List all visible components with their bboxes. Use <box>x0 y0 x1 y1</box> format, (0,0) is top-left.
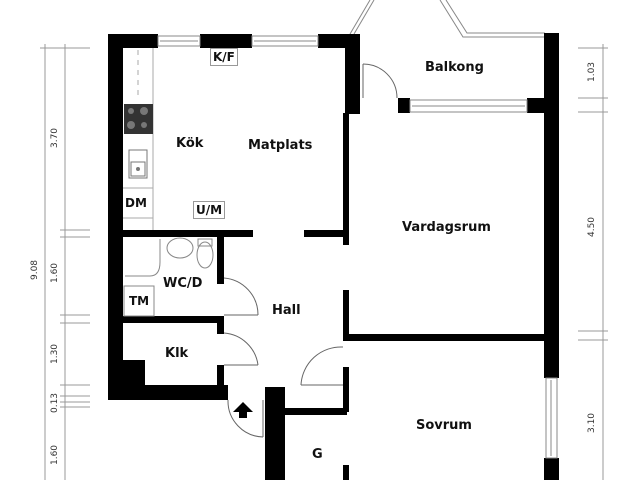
dimension-left-4: 0.13 <box>50 392 61 414</box>
dimension-left-1: 3.70 <box>50 127 61 149</box>
dimension-left-total: 9.08 <box>30 259 41 281</box>
dimension-left-2: 1.60 <box>50 262 61 284</box>
fixture-oven-microwave: U/M <box>193 201 226 219</box>
fixture-dishwasher: DM <box>125 196 147 210</box>
room-label-dining: Matplats <box>248 138 313 153</box>
balcony-outline <box>349 0 545 38</box>
room-label-bedroom: Sovrum <box>416 418 472 433</box>
dimension-right-2: 4.50 <box>587 216 598 238</box>
kitchen-counter <box>123 48 154 230</box>
walls <box>108 33 559 480</box>
windows <box>157 35 558 459</box>
left-dimension-lines <box>40 44 90 480</box>
room-label-wardrobe: G <box>312 447 323 462</box>
entrance-arrow-icon <box>233 402 253 418</box>
bathroom-fixtures <box>123 237 214 317</box>
dimension-left-5: 1.60 <box>50 444 61 466</box>
room-label-hall: Hall <box>272 303 301 318</box>
fixture-fridge-freezer: K/F <box>210 48 238 66</box>
dimension-left-3: 1.30 <box>50 343 61 365</box>
fixture-washing-machine: TM <box>129 294 150 308</box>
room-label-balcony: Balkong <box>425 60 484 75</box>
kitchen-sink <box>128 149 148 179</box>
room-label-wc: WC/D <box>163 276 203 291</box>
dimension-right-1: 1.03 <box>587 61 598 83</box>
doors <box>223 63 398 438</box>
room-label-closet: Klk <box>165 346 189 361</box>
room-label-kitchen: Kök <box>176 136 204 151</box>
dimension-right-3: 3.10 <box>587 412 598 434</box>
stove <box>124 104 153 134</box>
right-dimension-lines <box>578 44 608 480</box>
room-label-living: Vardagsrum <box>402 220 491 235</box>
